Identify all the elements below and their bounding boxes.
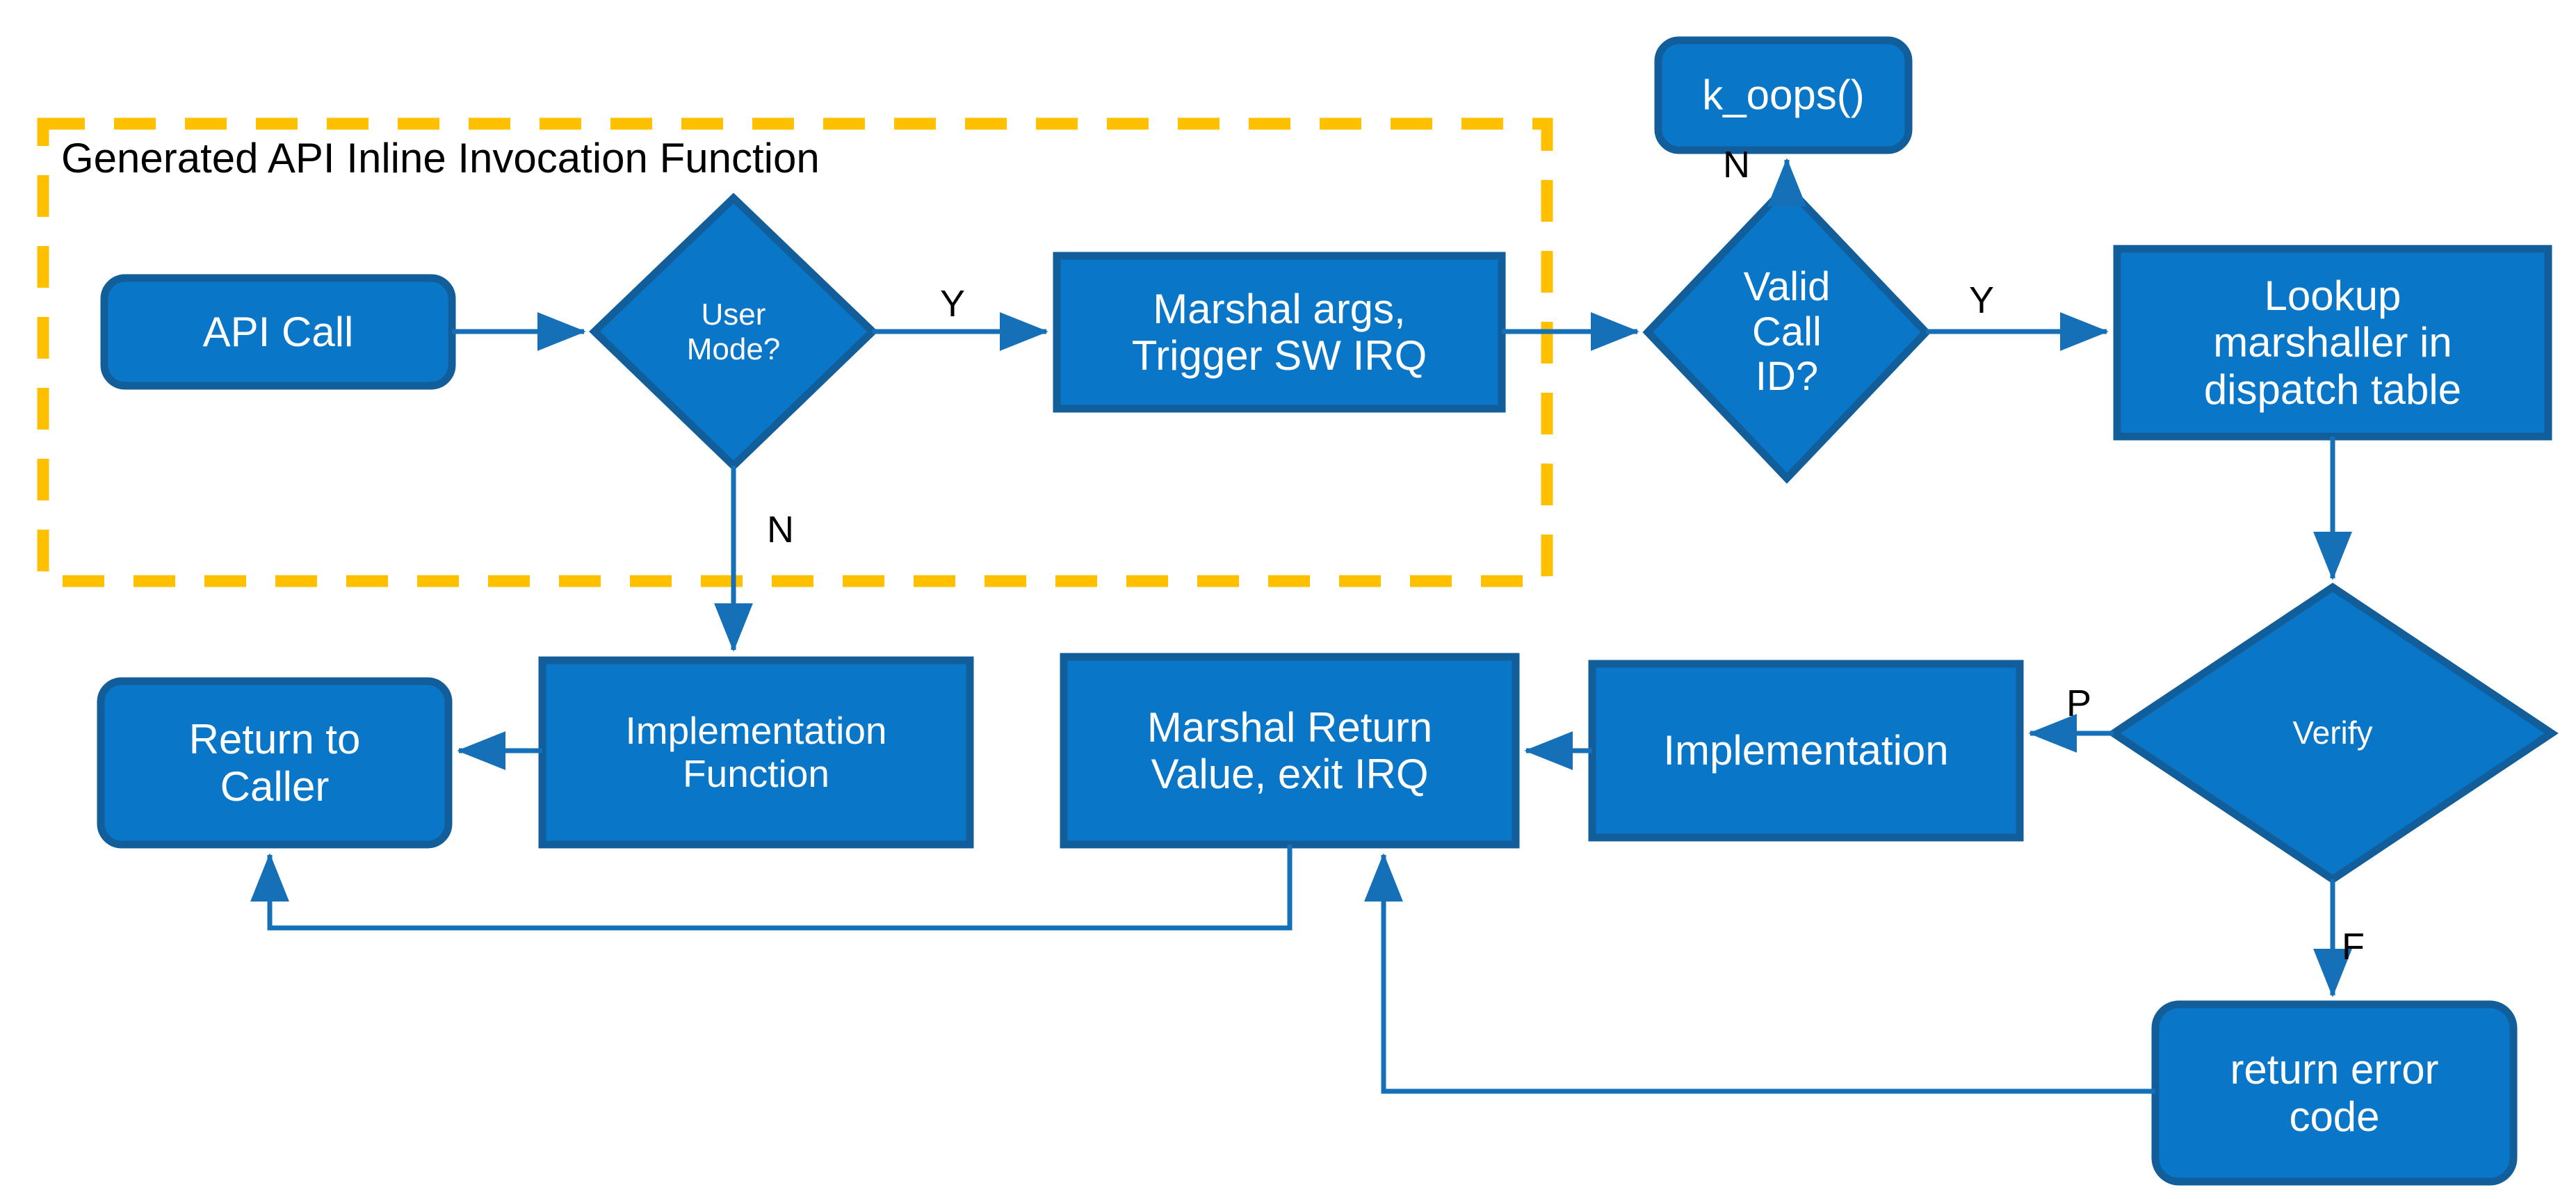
node-lookup-marshaller[interactable]: [2113, 245, 2552, 441]
node-return-to-caller[interactable]: [97, 677, 453, 849]
node-valid-call-id[interactable]: [1642, 181, 1931, 484]
edge-label-user-mode-no: N: [767, 509, 794, 550]
edge-label-valid-call-yes: Y: [1969, 279, 1995, 321]
node-implementation[interactable]: [1588, 660, 2024, 842]
edge-label-verify-pass: P: [2066, 683, 2092, 724]
node-k-oops[interactable]: [1654, 36, 1913, 154]
edge-return-error-to-marshal-return: [1364, 853, 2155, 1094]
edge-marshal-return-to-return-caller: [250, 845, 1293, 931]
node-return-error-code[interactable]: [2151, 1000, 2518, 1186]
node-marshal-args[interactable]: [1053, 252, 1506, 413]
group-title-generated-api-inline: Generated API Inline Invocation Function: [61, 135, 820, 181]
edge-label-user-mode-yes: Y: [940, 283, 966, 325]
node-api-call[interactable]: [100, 274, 456, 390]
edge-label-valid-call-no: N: [1723, 144, 1750, 186]
edge-label-verify-fail: F: [2342, 926, 2365, 968]
node-verify[interactable]: [2107, 582, 2559, 884]
node-marshal-return[interactable]: [1060, 653, 1520, 849]
node-impl-function[interactable]: [538, 656, 974, 849]
node-user-mode[interactable]: [589, 193, 878, 471]
group-boundary-generated-api-inline: [37, 117, 1553, 587]
